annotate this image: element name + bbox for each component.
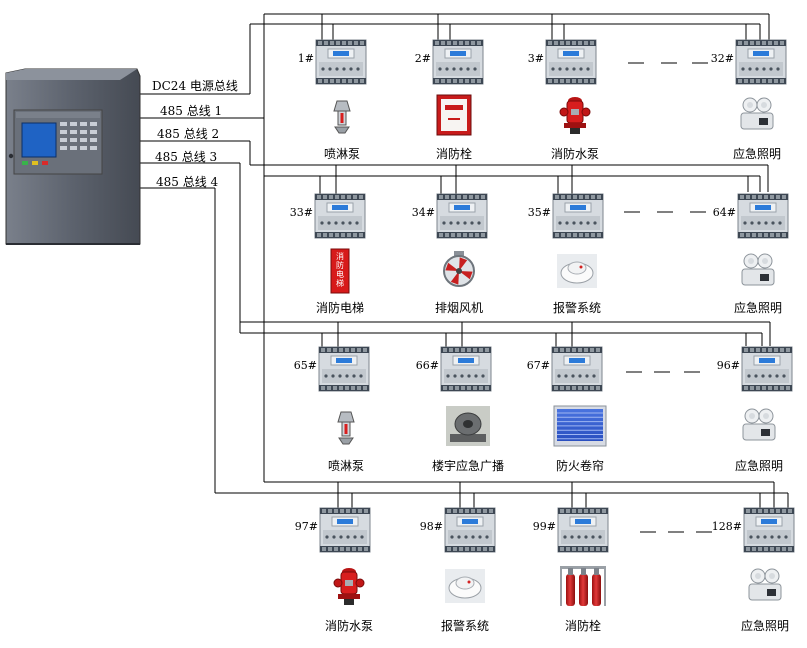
monitor-module-66: 66# 楼宇应急广播 [416, 346, 504, 473]
module-index-label: 128# [712, 520, 742, 533]
hydrant-cabinet-icon [436, 94, 472, 136]
emergency-light-icon [742, 408, 776, 441]
monitor-module-97: 97# 消防水泵 [295, 507, 373, 633]
power-bus-label: DC24 电源总线 [152, 79, 238, 93]
exhaust-fan-icon [443, 251, 475, 287]
monitor-module-65: 65# 喷淋泵 [294, 346, 370, 473]
bus4-label: 485 总线 4 [156, 175, 219, 189]
module-index-label: 66# [416, 359, 439, 372]
fire-hydrant-icon [333, 568, 365, 605]
bus3-label: 485 总线 3 [155, 150, 217, 164]
module-index-label: 32# [711, 52, 734, 65]
device-label: 报警系统 [441, 618, 489, 633]
module-index-label: 99# [533, 520, 556, 533]
speaker-icon [446, 406, 490, 446]
panel-keypad [22, 122, 97, 165]
emergency-light-icon [740, 97, 774, 130]
device-label: 消防栓 [565, 618, 601, 633]
panel-lock [8, 153, 14, 159]
module-index-label: 34# [412, 206, 435, 219]
module-index-label: 33# [290, 206, 313, 219]
module-index-label: 96# [717, 359, 740, 372]
module-index-label: 98# [420, 520, 443, 533]
bus-wiring [140, 13, 789, 533]
monitor-module-2: 2# 消防栓 [415, 39, 484, 161]
device-label: 排烟风机 [435, 301, 483, 315]
monitor-module-3: 3# 消防水泵 [528, 39, 599, 161]
module-index-label: 35# [528, 206, 551, 219]
monitor-module-35: 35# 报警系统 [528, 193, 604, 315]
emergency-light-icon [741, 253, 775, 286]
module-index-label: 64# [713, 206, 736, 219]
fire-hydrant-icon [559, 97, 591, 134]
device-label: 消防水泵 [325, 618, 373, 633]
device-label: 消防电梯 [316, 300, 364, 315]
device-label: 应急照明 [734, 300, 782, 315]
sprinkler-icon [337, 411, 355, 445]
device-label: 消防栓 [436, 146, 472, 161]
bus2-label: 485 总线 2 [157, 127, 219, 141]
device-label: 楼宇应急广播 [432, 458, 504, 473]
device-label: 应急照明 [741, 618, 789, 633]
device-label: 喷淋泵 [328, 459, 364, 473]
monitor-module-67: 67# 防火卷帘 [527, 346, 607, 473]
device-label: 防火卷帘 [556, 458, 604, 473]
monitor-module-1: 1# 喷淋泵 [298, 39, 367, 161]
modules-layer: 1#喷淋泵2#消防栓3#消防水泵32#应急照明33#消防电梯消防电梯34#排烟风… [290, 39, 795, 633]
monitor-module-98: 98# 报警系统 [420, 507, 496, 633]
monitor-module-96: 96# 应急照明 [717, 346, 793, 473]
smoke-detector-icon [557, 254, 597, 288]
device-label: 应急照明 [733, 146, 781, 161]
monitor-module-34: 34# 排烟风机 [412, 193, 488, 315]
module-index-label: 97# [295, 520, 318, 533]
panel-screen [21, 122, 57, 158]
device-label: 报警系统 [553, 300, 601, 315]
fire-shutter-icon [553, 405, 607, 447]
module-index-label: 1# [298, 52, 314, 65]
module-index-label: 67# [527, 359, 550, 372]
monitor-module-32: 32# 应急照明 [711, 39, 787, 161]
module-index-label: 65# [294, 359, 317, 372]
module-index-label: 3# [528, 52, 544, 65]
emergency-light-icon [748, 568, 782, 601]
module-index-label: 2# [415, 52, 431, 65]
gas-cylinders-icon [560, 566, 606, 606]
monitor-module-128: 128# 应急照明 [712, 507, 795, 633]
device-label: 应急照明 [735, 458, 783, 473]
device-label: 喷淋泵 [324, 147, 360, 161]
smoke-detector-icon [445, 569, 485, 603]
monitor-module-64: 64# 应急照明 [713, 193, 789, 315]
sprinkler-icon [333, 100, 351, 134]
bus1-label: 485 总线 1 [160, 104, 222, 118]
elevator-sign-text: 消防电梯 [336, 251, 344, 288]
fire-elevator-sign-icon: 消防电梯 [330, 248, 350, 294]
control-panel-cabinet [5, 68, 141, 245]
device-label: 消防水泵 [551, 146, 599, 161]
monitor-module-99: 99# 消防栓 [533, 507, 609, 633]
